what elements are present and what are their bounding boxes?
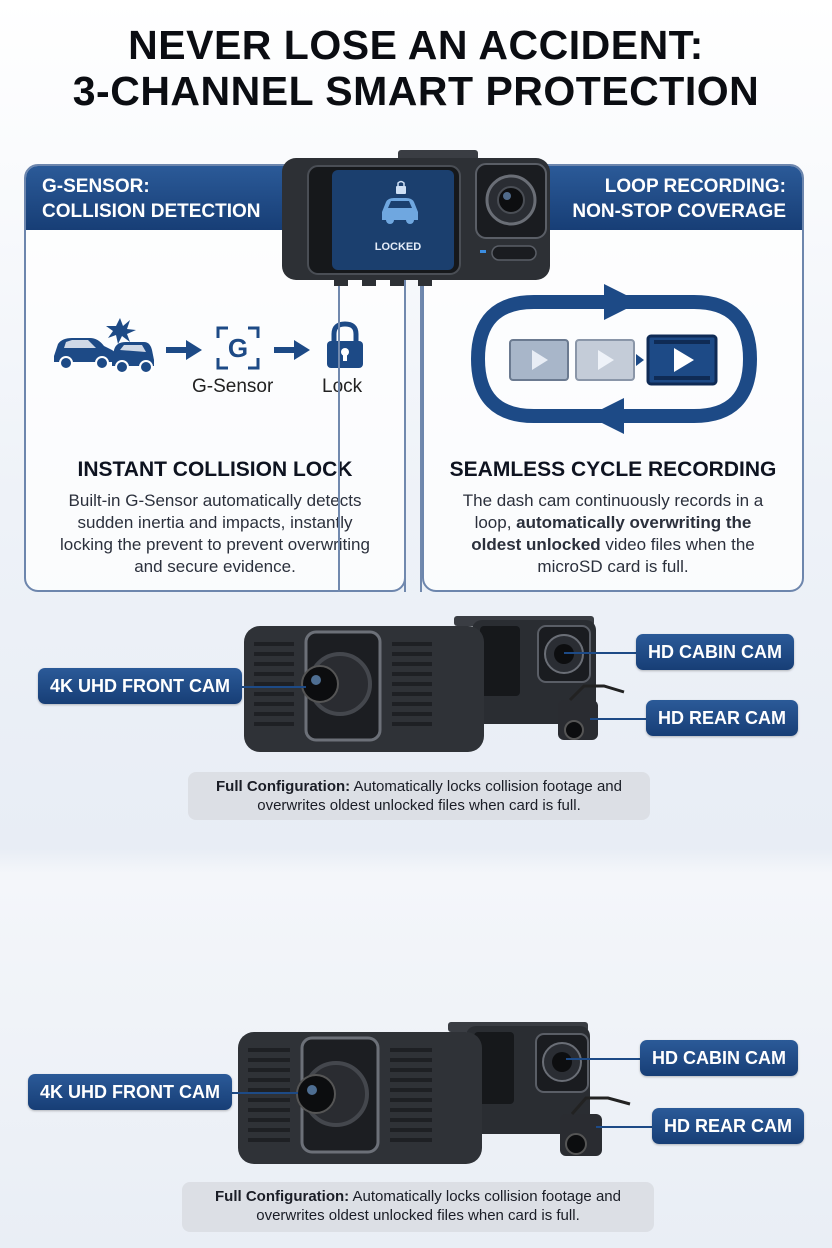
front-cam-connector [222,686,306,688]
loop-desc-emphasis: oldest unlocked [471,535,601,554]
collision-header-line1: G-SENSOR: [42,176,150,197]
collision-desc-line: locking the prevent to prevent overwriti… [60,535,370,554]
loop-desc-line: loop, automatically overwriting the [436,512,790,534]
crash-cars-icon [54,318,154,374]
collision-header-line2: COLLISION DETECTION [42,201,261,222]
rear-cam-connector [596,1126,652,1128]
front-cam-connector [214,1092,298,1094]
caption-text: overwrites oldest unlocked files when ca… [256,1207,580,1224]
g-sensor-icon: G [216,326,260,370]
front-cam-label: 4K UHD FRONT CAM [28,1074,232,1110]
loop-header-line2: NON-STOP COVERAGE [572,201,786,222]
rear-cam-label: HD REAR CAM [646,700,798,736]
rear-cam-connector [590,718,646,720]
arrow-right-icon [274,340,310,360]
rear-cam-label: HD REAR CAM [652,1108,804,1144]
config-caption: Full Configuration: Automatically locks … [188,772,650,820]
arrow-right-icon [166,340,202,360]
connector-line [404,286,406,592]
loop-header-line1: LOOP RECORDING: [604,176,786,197]
headline: NEVER LOSE AN ACCIDENT: 3-CHANNEL SMART … [0,22,832,114]
loop-arrow-icon [470,284,758,434]
front-cam-label: 4K UHD FRONT CAM [38,668,242,704]
loop-desc-emphasis: automatically overwriting the [516,513,752,532]
collision-description: Built-in G-Sensor automatically detects … [38,490,392,578]
cabin-cam-label: HD CABIN CAM [640,1040,798,1076]
cabin-cam-connector [566,1058,640,1060]
config-caption: Full Configuration: Automatically locks … [182,1182,654,1232]
three-camera-image [238,1022,631,1164]
cabin-cam-connector [564,652,636,654]
collision-desc-line: sudden inertia and impacts, instantly [77,513,353,532]
loop-desc-line: The dash cam continuously records in a [462,491,764,510]
collision-desc-line: and secure evidence. [134,557,296,576]
g-sensor-label: G-Sensor [192,376,274,397]
caption-bold: Full Configuration: [216,778,351,795]
dashcam-device-image: LOCKED [282,150,550,286]
config-section: 4K UHD FRONT CAM HD CABIN CAM HD REAR CA… [0,612,832,822]
loop-desc-text: video files when the [600,535,755,554]
padlock-icon [327,321,363,368]
caption-text: Automatically locks collision footage an… [349,1188,621,1205]
loop-desc-text: loop, [474,513,517,532]
loop-desc-line: microSD card is full. [537,557,689,576]
loop-description: The dash cam continuously records in a l… [436,490,790,578]
three-camera-image [244,616,625,752]
loop-title: SEAMLESS CYCLE RECORDING [449,458,777,481]
headline-line1: NEVER LOSE AN ACCIDENT: [128,22,704,68]
cabin-cam-label: HD CABIN CAM [636,634,794,670]
headline-line2: 3-CHANNEL SMART PROTECTION [72,68,760,114]
collision-desc-line: Built-in G-Sensor automatically detects [68,491,362,510]
lock-label: Lock [322,376,363,397]
caption-text: overwrites oldest unlocked files when ca… [257,797,581,814]
connector-line [338,286,340,592]
g-glyph: G [228,333,248,363]
caption-text: Automatically locks collision footage an… [350,778,622,795]
collision-title: INSTANT COLLISION LOCK [77,458,353,481]
connector-line [420,286,422,592]
screen-locked-text: LOCKED [375,241,422,253]
config-section: 4K UHD FRONT CAM HD CABIN CAM HD REAR CA… [0,1018,832,1236]
caption-bold: Full Configuration: [215,1188,350,1205]
loop-desc-line: oldest unlocked video files when the [436,534,790,556]
